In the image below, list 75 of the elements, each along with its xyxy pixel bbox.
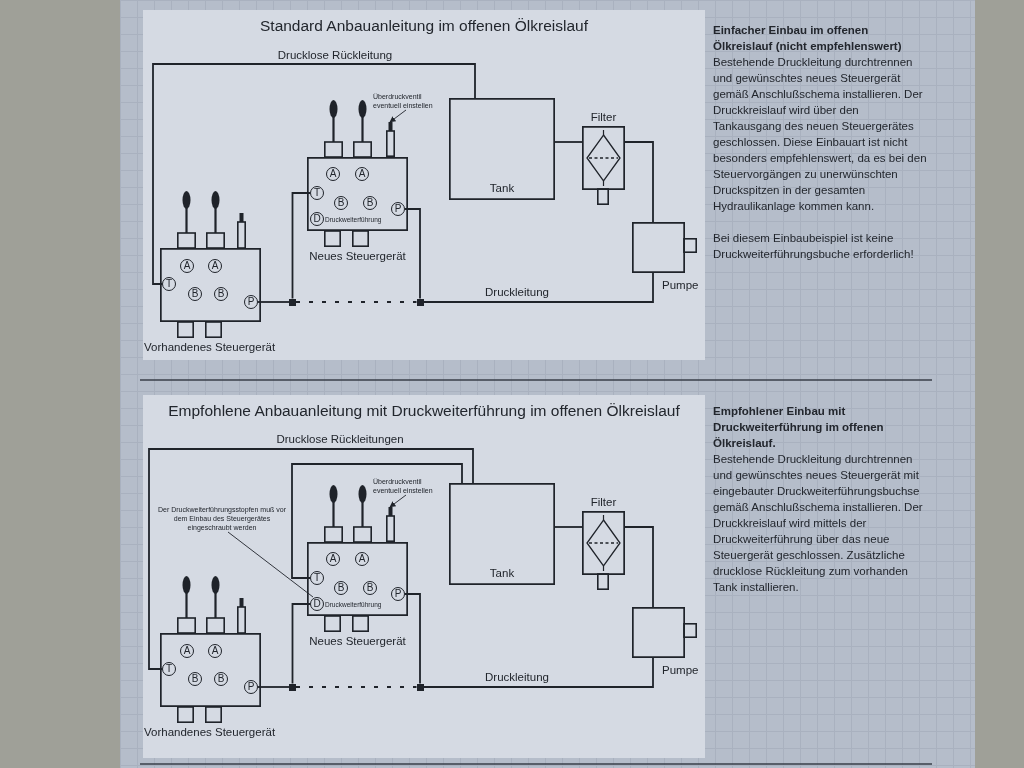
hydraulic-line (554, 141, 583, 143)
port-letter-circle: T (162, 277, 176, 291)
hydraulic-line (404, 208, 421, 300)
relief-valve-stem (386, 507, 395, 542)
port-letter-circle: A (180, 259, 194, 273)
hydraulic-line (422, 657, 654, 688)
port-letter-circle: A (180, 644, 194, 658)
valve-caption: Neues Steuergerät (309, 249, 406, 263)
hydraulic-line (554, 526, 583, 528)
diagram-panel (143, 10, 705, 360)
pipe-fitting (416, 683, 424, 691)
port-letter-circle: B (214, 672, 228, 686)
cut-pipe-line (296, 685, 417, 689)
port-letter-circle: A (355, 552, 369, 566)
relief-valve-stem (386, 122, 395, 157)
instruction-text: Bestehende Druckleitung durchtrennen und gewünschtes neues Steuergerät gemäß Anschlußschema installieren. Der Druckkreislauf wird über den Tankausgang des neuen Steuergerätes geschlossen. Diese Einbauart ist nicht besonders empfehlenswert, da es bei den Steuervorgängen zu unerwünschten Druckspitzen in der gesamten Hydraulikanlage kommen kann. (713, 55, 928, 214)
hydraulic-line (152, 63, 476, 285)
port-letter-circle: B (334, 581, 348, 595)
edge-label: Druckleitung (485, 285, 549, 299)
port-letter-circle: P (391, 587, 405, 601)
filter-label: Filter (590, 495, 617, 509)
port-letter-circle: B (334, 196, 348, 210)
cut-pipe-line (296, 300, 417, 304)
port-letter-circle: P (244, 295, 258, 309)
instruction-text: Bestehende Druckleitung durchtrennen und gewünschtes neues Steuergerät mit eingebauter Druckweiterführungsbuchse gemäß Anschlußschema installieren. Der Druckkreislauf wird mittels der Druckweiterführung über das neue Steuergerät geschlossen. Zusätzliche drucklose Rückleitung zum vorhanden Tank installieren. (713, 452, 924, 595)
hydraulic-line (291, 463, 463, 579)
section-heading: Empfohlener Einbau mit Druckweiterführung im offenen Ölkreislauf. (713, 404, 885, 451)
port-letter-circle: A (326, 167, 340, 181)
pipe-fitting (289, 683, 296, 691)
instruction-text: Bei diesem Einbaubeispiel ist keine Druckweiterführungsbuche erforderlich! (713, 231, 915, 262)
edge-label: Drucklose Rückleitungen (276, 432, 404, 446)
hydraulic-line (291, 603, 311, 685)
panel-heading: Empfohlene Anbauanleitung mit Druckweiterführung im offenen Ölkreislauf (168, 402, 680, 420)
valve-caption: Neues Steuergerät (309, 634, 406, 648)
port-letter-circle: B (214, 287, 228, 301)
port-letter-circle: T (310, 571, 324, 585)
pump-label: Pumpe (662, 663, 699, 677)
port-letter-circle: B (363, 196, 377, 210)
port-letter-circle: B (363, 581, 377, 595)
port-letter-circle: B (188, 672, 202, 686)
hydraulic-line (148, 448, 474, 670)
port-letter-circle: P (244, 680, 258, 694)
port-letter-circle: D (310, 597, 324, 611)
diagram-panel (143, 395, 705, 758)
pump-label: Pumpe (662, 278, 699, 292)
hydraulic-line (257, 686, 290, 688)
filter-label: Filter (590, 110, 617, 124)
hydraulic-line (624, 141, 654, 223)
hydraulic-line (422, 272, 654, 303)
tank-label: Tank (489, 566, 515, 580)
port-letter-circle: D (310, 212, 324, 226)
section-heading: Einfacher Einbau im offenen Ölkreislauf (nicht empfehlenswert) (713, 23, 903, 54)
hydraulic-line (624, 526, 654, 608)
port-letter-circle: T (162, 662, 176, 676)
oil-tank (449, 98, 555, 200)
hydraulic-line (291, 192, 311, 300)
valve-caption: Vorhandenes Steuergerät (144, 725, 276, 739)
port-letter-circle: B (188, 287, 202, 301)
port-letter-circle: A (208, 644, 222, 658)
valve-caption: Vorhandenes Steuergerät (144, 340, 276, 354)
port-letter-circle: T (310, 186, 324, 200)
port-letter-circle: A (355, 167, 369, 181)
tank-label: Tank (489, 181, 515, 195)
panel-heading: Standard Anbauanleitung im offenen Ölkreislauf (260, 17, 588, 35)
edge-label: Drucklose Rückleitung (277, 48, 393, 62)
pipe-fitting (416, 298, 424, 306)
leader-line (227, 531, 314, 598)
port-letter-circle: P (391, 202, 405, 216)
hydraulic-line (404, 593, 421, 685)
pipe-fitting (289, 298, 296, 306)
oil-tank (449, 483, 555, 585)
port-letter-circle: A (208, 259, 222, 273)
edge-label: Druckleitung (485, 670, 549, 684)
port-letter-circle: A (326, 552, 340, 566)
hydraulic-line (257, 301, 290, 303)
